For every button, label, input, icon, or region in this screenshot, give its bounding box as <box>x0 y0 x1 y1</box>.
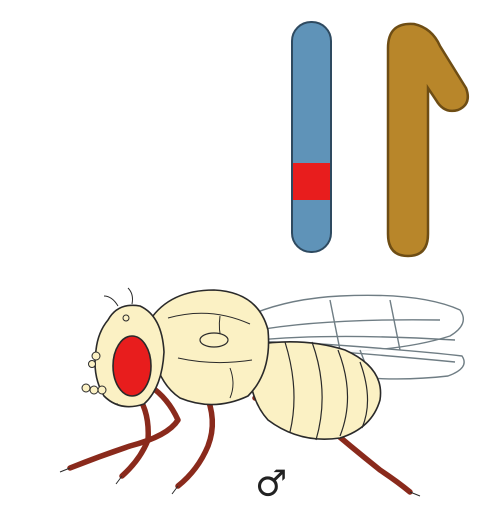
fly-thorax <box>150 290 269 405</box>
male-symbol: ♂ <box>246 466 296 504</box>
fly-leg-middle <box>178 392 212 486</box>
x-chromosome-red-band <box>293 163 330 200</box>
x-chromosome <box>292 22 331 252</box>
y-chromosome <box>388 24 468 256</box>
fly-eye-red <box>113 336 151 396</box>
x-chromosome-rod <box>292 22 331 252</box>
fly-haltere <box>200 333 228 347</box>
